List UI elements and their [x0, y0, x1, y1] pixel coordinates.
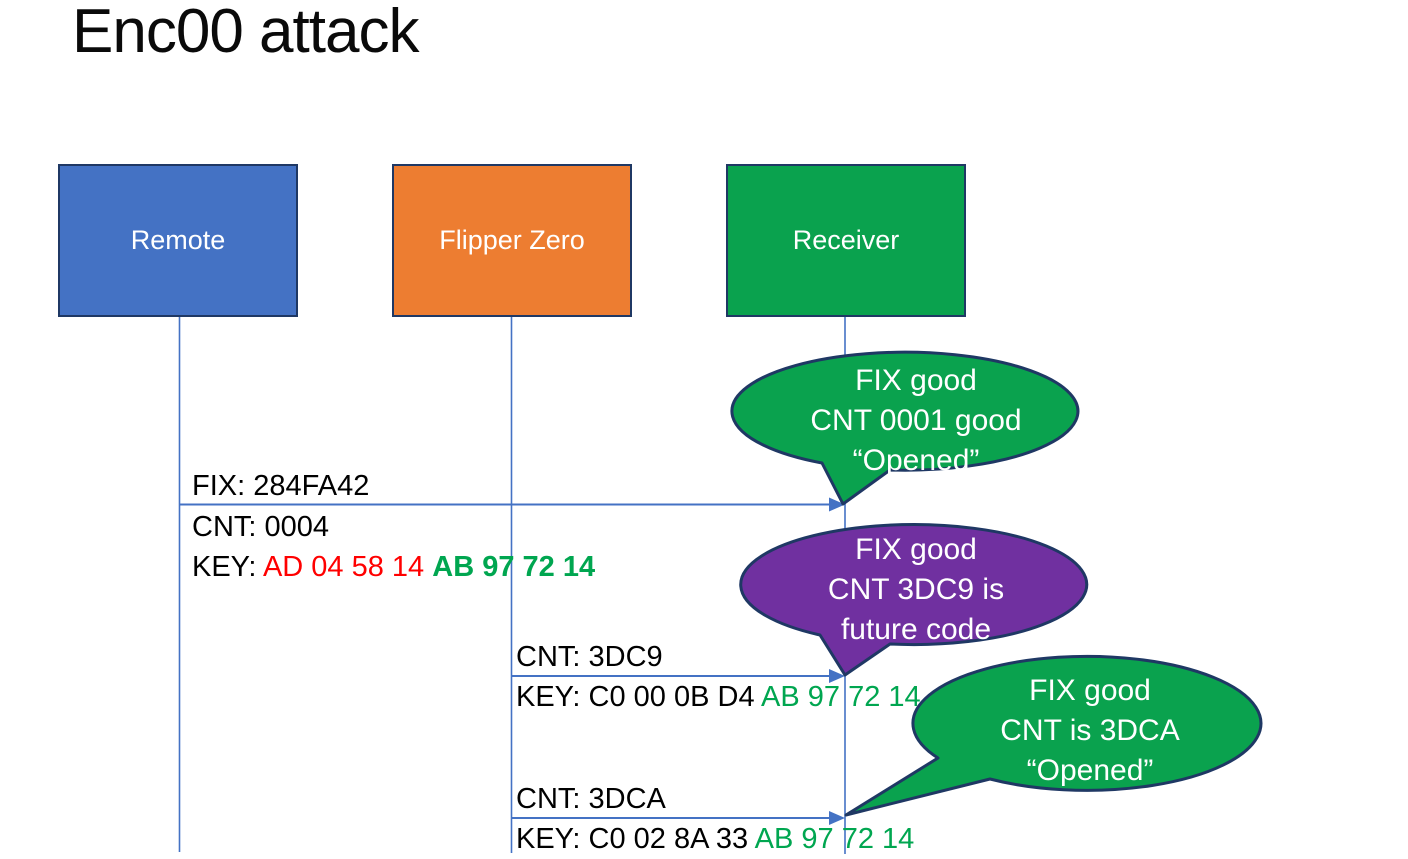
- key-fixed-part: AB 97 72 14: [754, 823, 915, 855]
- message-1-key-label: KEY: AD 04 58 14 AB 97 72 14: [192, 551, 595, 583]
- message-arrow-1: [180, 497, 845, 512]
- bubble-line: CNT 3DC9 is: [827, 573, 1005, 606]
- speech-bubble-1-text: FIX good CNT 0001 good “Opened”: [756, 361, 1076, 481]
- bubble-line: FIX good: [855, 364, 977, 397]
- slide-title: Enc00 attack: [72, 0, 419, 66]
- bubble-line: FIX good: [1029, 674, 1151, 707]
- actor-label-flipper-zero: Flipper Zero: [439, 225, 585, 255]
- speech-bubble-3: [844, 654, 1263, 817]
- message-3-key-label: KEY: C0 02 8A 33 AB 97 72 14: [516, 823, 914, 855]
- speech-bubble-2: [739, 523, 1089, 677]
- actor-label-remote: Remote: [130, 225, 226, 255]
- bubble-line: CNT 0001 good: [810, 404, 1022, 437]
- message-arrow-3: [512, 811, 845, 825]
- speech-bubble-1: [730, 350, 1080, 506]
- bubble-line: “Opened”: [852, 444, 980, 477]
- message-arrow-2: [512, 669, 845, 683]
- actor-box-remote: Remote: [58, 164, 298, 317]
- key-prefix: KEY:: [192, 551, 263, 583]
- actor-box-receiver: Receiver: [726, 164, 966, 317]
- key-prefix: KEY: C0 02 8A 33: [516, 823, 755, 855]
- key-variable-part: AD 04 58 14: [262, 551, 433, 583]
- message-3-cnt-label: CNT: 3DCA: [516, 783, 666, 815]
- speech-bubble-2-text: FIX good CNT 3DC9 is future code: [756, 530, 1076, 650]
- message-1-cnt-label: CNT: 0004: [192, 511, 330, 543]
- actor-box-flipper-zero: Flipper Zero: [392, 164, 632, 317]
- arrowhead-icon: [829, 497, 845, 512]
- key-fixed-part: AB 97 72 14: [761, 681, 921, 713]
- message-1-fix-label: FIX: 284FA42: [192, 470, 370, 502]
- bubble-line: “Opened”: [1026, 754, 1154, 787]
- speech-bubble-3-text: FIX good CNT is 3DCA “Opened”: [930, 671, 1250, 791]
- key-prefix: KEY: C0 00 0B D4: [516, 681, 762, 713]
- bubble-line: CNT is 3DCA: [1000, 714, 1180, 747]
- message-2-key-label: KEY: C0 00 0B D4 AB 97 72 14: [516, 681, 921, 713]
- bubble-line: future code: [840, 613, 992, 646]
- message-2-cnt-label: CNT: 3DC9: [516, 641, 663, 673]
- arrowhead-icon: [829, 669, 845, 683]
- arrowhead-icon: [829, 811, 845, 825]
- bubble-line: FIX good: [855, 533, 977, 566]
- key-fixed-part: AB 97 72 14: [432, 551, 596, 583]
- actor-label-receiver: Receiver: [792, 225, 900, 255]
